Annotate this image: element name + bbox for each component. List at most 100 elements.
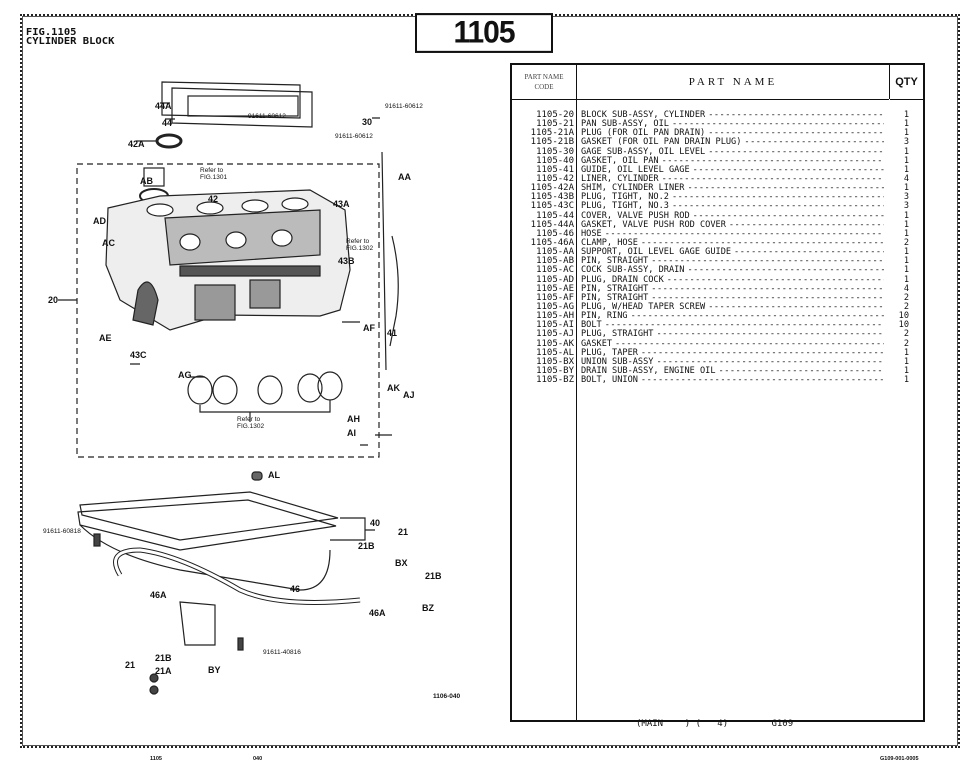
callout-al: AL [268, 470, 280, 480]
refer-fig: FIG.1301 [200, 174, 228, 181]
callout-ab: AB [140, 176, 153, 186]
part-name: CLAMP, HOSE [581, 237, 638, 248]
part-qty: 1 [903, 228, 909, 239]
part-name: UNION SUB-ASSY [581, 356, 654, 367]
part-name: PLUG (FOR OIL PAN DRAIN) [581, 128, 706, 139]
part-qty: 2 [903, 292, 909, 303]
callout-21b-3: 21B [155, 653, 172, 663]
callout-ad: AD [93, 216, 106, 226]
part-code: 1105-AF [536, 292, 574, 303]
part-qty: 2 [903, 237, 909, 248]
callout-bolt-drain: 91611-40816 [263, 649, 301, 656]
part-code: 1105-30 [536, 146, 574, 157]
callout-by: BY [208, 665, 221, 675]
callout-42a: 42A [128, 139, 145, 149]
leader-dashes [651, 257, 884, 266]
part-name: COCK SUB-ASSY, DRAIN [581, 265, 685, 276]
leader-dashes [693, 166, 884, 175]
part-code: 1105-BY [536, 365, 574, 376]
part-code: 1105-AB [536, 256, 574, 267]
part-code: 1105-21 [536, 119, 574, 130]
part-code: 1105-40 [536, 155, 574, 166]
page-footer-middle: 040 [253, 756, 263, 762]
part-name: GASKET (FOR OIL PAN DRAIN PLUG) [581, 137, 742, 148]
header-code-line2: CODE [534, 83, 554, 91]
part-qty: 1 [903, 128, 909, 139]
part-qty: 1 [903, 183, 909, 194]
piston-part [143, 167, 165, 187]
part-code: 1105-AD [536, 274, 574, 285]
leader-dashes [641, 349, 884, 358]
figure-label: FIG.1105 [25, 27, 77, 38]
engine-illustration [58, 81, 399, 695]
callout-44: 44 [162, 118, 173, 128]
part-name: DRAIN SUB-ASSY, ENGINE OIL [581, 365, 716, 376]
part-code: 1105-46 [536, 228, 574, 239]
callout-46a-1: 46A [150, 590, 167, 600]
part-name: PLUG, TIGHT, NO.2 [581, 192, 669, 203]
table-row: 1105-BX UNION SUB-ASSY 1 [512, 356, 923, 367]
part-code: 1105-AL [536, 347, 574, 358]
table-row: 1105-21A PLUG (FOR OIL PAN DRAIN) 1 [512, 129, 923, 138]
part-name: PLUG, TIGHT, NO.3 [581, 201, 669, 212]
leader-dashes [641, 376, 884, 385]
part-qty: 1 [903, 356, 909, 367]
callout-43a: 43A [333, 199, 350, 209]
column-divider [889, 65, 890, 99]
leader-dashes [687, 184, 884, 193]
part-code: 1105-44 [536, 210, 574, 221]
part-code: 1105-21A [530, 128, 574, 139]
callout-43c: 43C [130, 350, 147, 360]
callout-ak: AK [387, 383, 400, 393]
part-name: GASKET [581, 338, 613, 349]
part-code: 1105-AG [536, 301, 574, 312]
part-code: 1105-AH [536, 311, 574, 322]
leader-dashes [719, 367, 884, 376]
leader-dashes [708, 303, 884, 312]
part-code: 1105-AK [536, 338, 574, 349]
leader-dashes [662, 175, 884, 184]
leader-dashes [605, 230, 884, 239]
part-code: 1105-41 [536, 164, 574, 175]
callout-30: 30 [362, 117, 373, 127]
part-qty: 1 [903, 256, 909, 267]
part-qty: 3 [903, 201, 909, 212]
cam-bearings-part [187, 371, 343, 422]
leader-dashes [687, 266, 884, 275]
part-qty: 2 [903, 329, 909, 340]
callout-21a: 21A [155, 666, 172, 676]
part-name: BOLT [581, 320, 602, 331]
drain-block-part [179, 601, 216, 646]
part-qty: 2 [903, 338, 909, 349]
callout-41: 41 [387, 328, 398, 338]
block-boundary [76, 163, 380, 458]
callout-bz: BZ [422, 603, 434, 613]
callout-46a-2: 46A [369, 608, 386, 618]
callout-44a: 44A [155, 101, 172, 111]
part-code: 1105-AE [536, 283, 574, 294]
part-qty: 1 [903, 274, 909, 285]
callout-46: 46 [290, 584, 301, 594]
leader-dashes [708, 148, 884, 157]
part-qty: 1 [903, 265, 909, 276]
part-code: 1105-BX [536, 356, 574, 367]
part-qty: 1 [903, 146, 909, 157]
page-footer-right: G109-001-0005 [880, 756, 919, 762]
part-qty: 10 [898, 311, 909, 322]
callout-ae: AE [99, 333, 112, 343]
refer-fig: FIG.1302 [346, 245, 374, 252]
part-name: PAN SUB-ASSY, OIL [581, 119, 669, 130]
pan-bolt-part [93, 533, 101, 547]
